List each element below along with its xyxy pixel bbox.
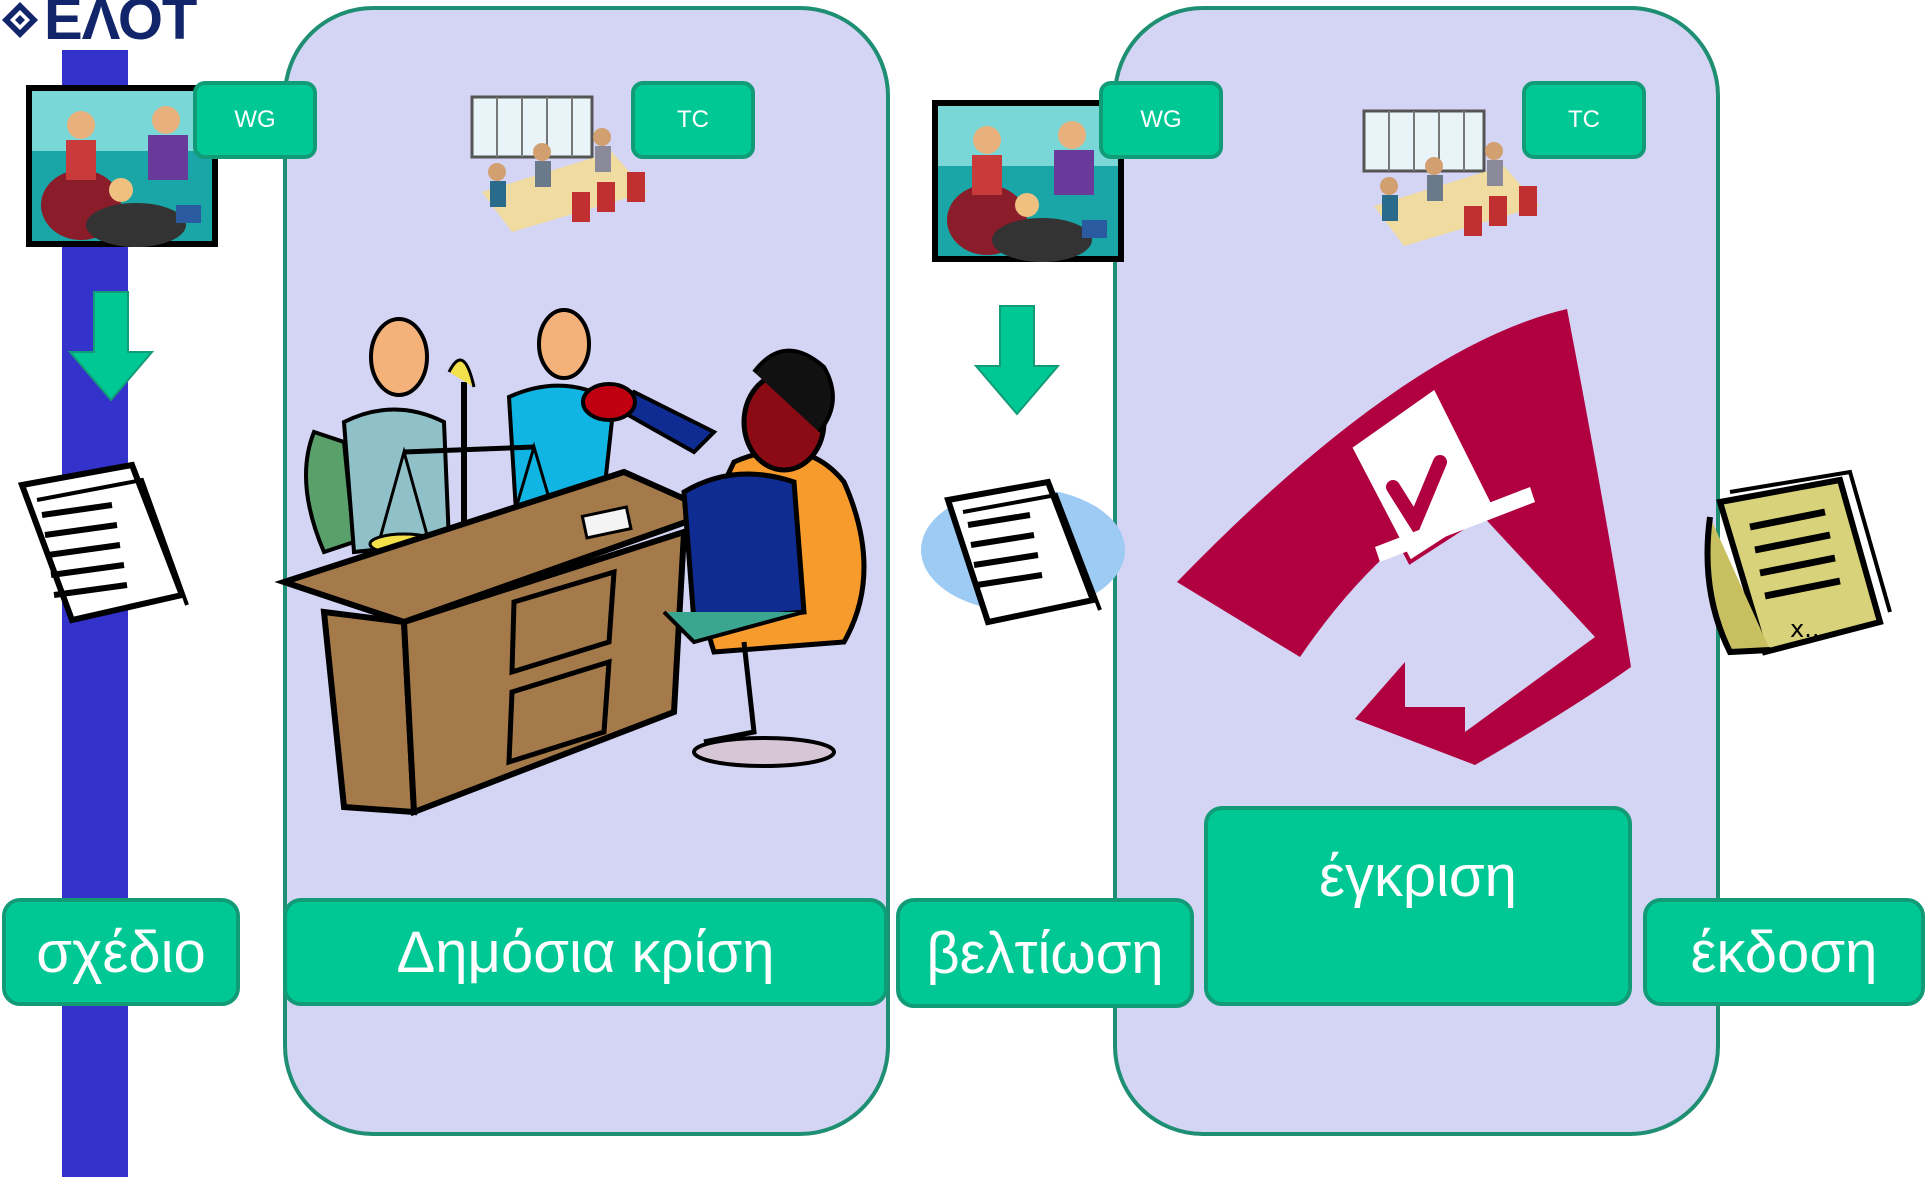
- ballot-box-icon: [1177, 309, 1631, 765]
- stage-label-draft-text: σχέδιο: [36, 919, 206, 985]
- meeting-photo-icon: [932, 100, 1124, 262]
- wg-tag: WG: [1099, 81, 1223, 159]
- tc-tag: TC: [1522, 81, 1646, 159]
- conference-room-icon: [470, 95, 647, 232]
- stage-label-improve: βελτίωση: [896, 898, 1194, 1008]
- stage-label-improve-text: βελτίωση: [926, 920, 1164, 986]
- stage-label-publish-text: έκδοση: [1690, 919, 1878, 985]
- conference-room-icon: [1362, 109, 1539, 246]
- elot-logo: ΕΛΟΤ: [0, 0, 197, 53]
- down-arrow-icon: [67, 291, 155, 402]
- stage-label-public-text: Δημόσια κρίση: [396, 919, 775, 985]
- wg-tag: WG: [193, 81, 317, 159]
- logo-mark-icon: [2, 1, 38, 38]
- tc-tag-label: TC: [677, 106, 709, 133]
- stage-label-approve: έγκριση: [1204, 806, 1632, 1006]
- tc-tag: TC: [631, 81, 755, 159]
- stage-label-public: Δημόσια κρίση: [283, 898, 888, 1006]
- logo-text: ΕΛΟΤ: [44, 0, 197, 52]
- document-icon: [17, 461, 189, 624]
- judges-desk-icon: [274, 308, 867, 817]
- wg-tag-label: WG: [1140, 106, 1182, 133]
- document-icon: [921, 478, 1125, 626]
- stage-label-draft: σχέδιο: [2, 898, 240, 1006]
- stage-label-publish: έκδοση: [1643, 898, 1925, 1006]
- svg-text:x..: x..: [1790, 615, 1819, 643]
- published-document-icon: x..: [1704, 469, 1892, 656]
- down-arrow-icon: [973, 305, 1061, 416]
- wg-tag-label: WG: [234, 106, 276, 133]
- meeting-photo-icon: [26, 85, 218, 247]
- tc-tag-label: TC: [1568, 106, 1600, 133]
- stage-label-approve-text: έγκριση: [1319, 843, 1517, 909]
